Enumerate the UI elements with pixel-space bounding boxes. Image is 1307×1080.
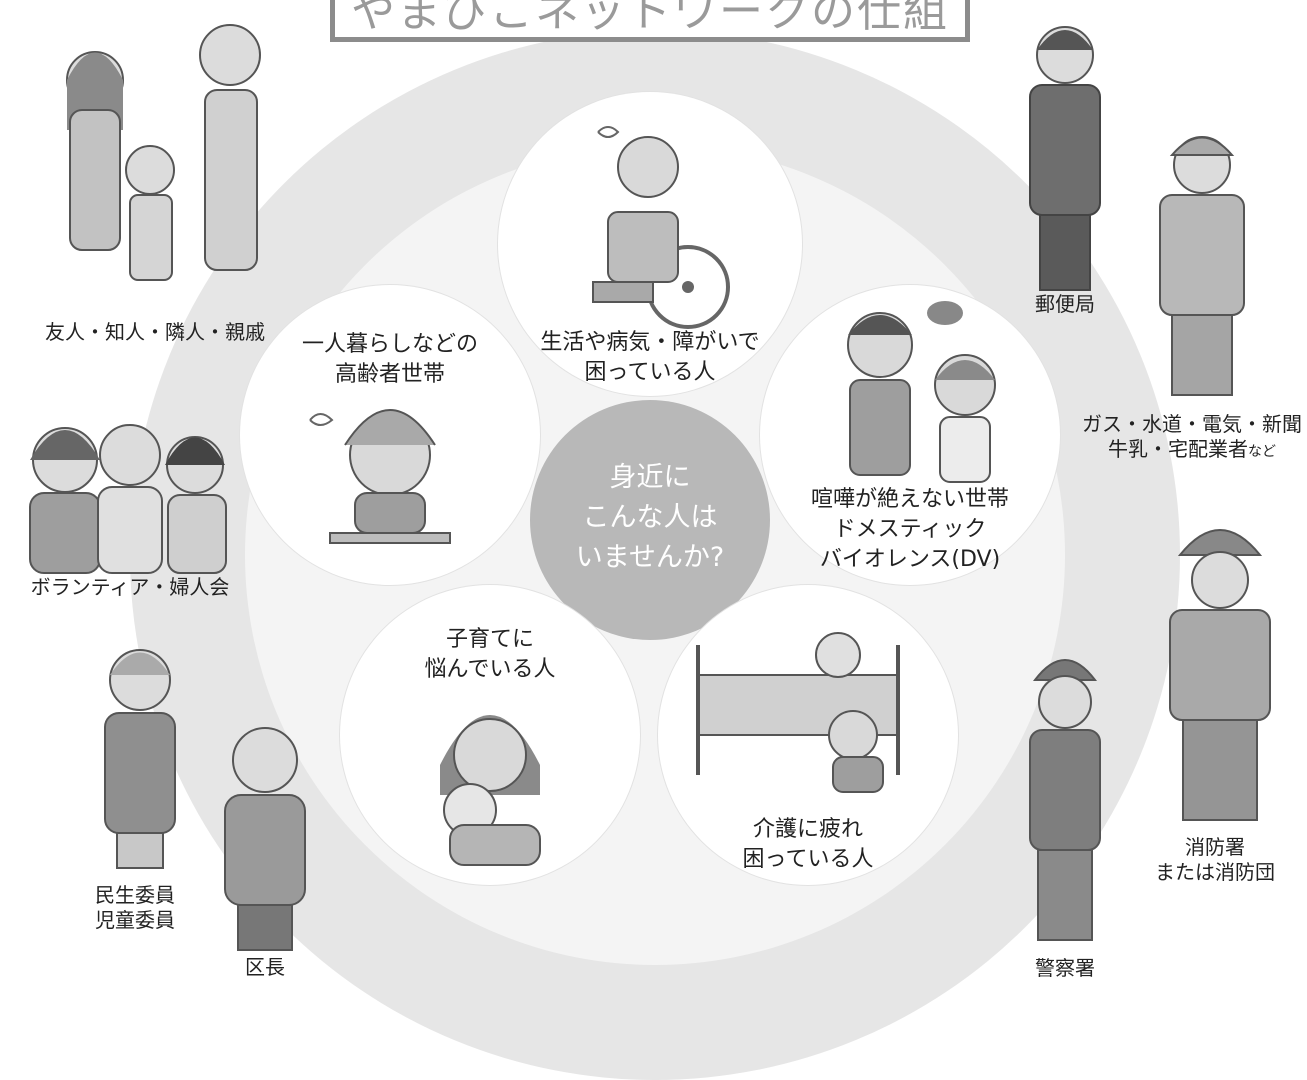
supporter-label-line: ボランティア・婦人会 (30, 575, 230, 599)
police-officer-illustration (1029, 659, 1101, 941)
need-label: 喧嘩が絶えない世帯 ドメスティック バイオレンス(DV) (760, 485, 1060, 575)
utility-worker-illustration (1159, 136, 1245, 396)
arguing-couple-illustration (847, 301, 996, 483)
need-label: 介護に疲れ 困っている人 (658, 815, 958, 875)
center-line: いませんか? (575, 542, 725, 573)
supporter-label-line: ガス・水道・電気・新聞 (1082, 412, 1302, 436)
supporter-label-utility: ガス・水道・電気・新聞 牛乳・宅配業者など (1082, 412, 1302, 465)
wheelchair-person-illustration (592, 126, 730, 329)
need-bubble-caregiving: 介護に疲れ 困っている人 (658, 585, 958, 885)
need-label-line: ドメスティック (833, 517, 987, 542)
need-label: 子育てに 悩んでいる人 (340, 625, 640, 685)
need-label-line: バイオレンス(DV) (819, 547, 1001, 572)
post-office-worker-illustration (1029, 26, 1101, 291)
supporter-label-welfare: 民生委員 児童委員 (60, 883, 210, 933)
need-label: 生活や病気・障がいで 困っている人 (498, 328, 802, 388)
elderly-woman-illustration (309, 409, 451, 544)
need-label-line: 喧嘩が絶えない世帯 (810, 487, 1009, 512)
district-head-illustration (224, 727, 306, 951)
diagram-title-text: やまびこネットワークの仕組み (351, 0, 949, 37)
supporter-label-line: 警察署 (1035, 956, 1095, 980)
supporter-label-line: 消防署 (1185, 835, 1245, 859)
need-label-line: 一人暮らしなどの (301, 332, 478, 357)
volunteers-illustration (29, 424, 227, 574)
need-bubble-childcare: 子育てに 悩んでいる人 (340, 585, 640, 885)
mother-baby-illustration (440, 715, 541, 866)
supporter-label-district-head: 区長 (215, 955, 315, 980)
supporter-label-volunteers: ボランティア・婦人会 (10, 575, 250, 600)
supporter-label-fire: 消防署 または消防団 (1130, 835, 1300, 885)
need-bubble-elderly-alone: 一人暮らしなどの 高齢者世帯 (240, 285, 540, 585)
firefighter-illustration (1169, 529, 1271, 821)
supporter-label-line: 民生委員 (95, 883, 175, 907)
diagram-title: やまびこネットワークの仕組み (330, 0, 970, 42)
need-label-line: 生活や病気・障がいで (540, 330, 760, 355)
need-label-line: 高齢者世帯 (334, 362, 445, 387)
need-label-line: 子育てに (445, 627, 534, 652)
need-label-line: 困っている人 (584, 360, 716, 385)
need-label: 一人暮らしなどの 高齢者世帯 (240, 330, 540, 390)
need-label-line: 悩んでいる人 (424, 657, 556, 682)
center-line: 身近に (609, 462, 691, 493)
supporter-label-line: 児童委員 (95, 908, 175, 932)
need-bubble-dv: 喧嘩が絶えない世帯 ドメスティック バイオレンス(DV) (760, 285, 1060, 585)
supporter-label-text: 牛乳・宅配業者 (1108, 437, 1248, 461)
supporter-label-police: 警察署 (1015, 956, 1115, 981)
need-bubble-illness: 生活や病気・障がいで 困っている人 (498, 92, 802, 396)
supporter-label-line: または消防団 (1155, 860, 1275, 884)
supporter-label-line: 牛乳・宅配業者など (1082, 437, 1302, 465)
need-label-line: 介護に疲れ (752, 817, 863, 842)
center-circle: 身近に こんな人は いませんか? (530, 400, 770, 640)
supporter-label-suffix: など (1248, 444, 1276, 460)
center-text: 身近に こんな人は いませんか? (530, 458, 770, 578)
supporter-label-friends: 友人・知人・隣人・親戚 (20, 320, 290, 345)
supporter-label-line: 郵便局 (1035, 292, 1095, 316)
supporter-label-line: 友人・知人・隣人・親戚 (45, 320, 265, 344)
supporter-label-line: 区長 (245, 955, 285, 979)
family-neighbors-illustration (66, 24, 261, 281)
need-label-line: 困っている人 (742, 847, 874, 872)
center-line: こんな人は (582, 502, 718, 533)
welfare-commissioner-illustration (104, 649, 176, 869)
supporter-label-post-office: 郵便局 (1005, 292, 1125, 317)
bed-caregiver-illustration (696, 632, 900, 793)
